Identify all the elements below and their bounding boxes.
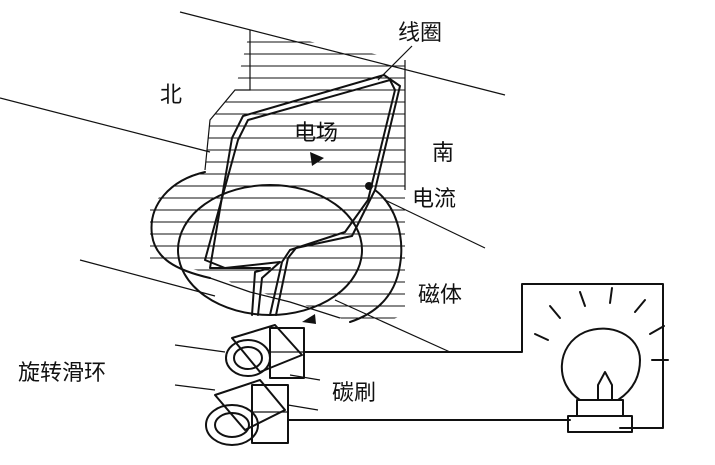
slip-ring-lower (205, 379, 289, 446)
slip-rings (174, 324, 305, 446)
label-carbon-brush: 碳刷 (332, 381, 376, 406)
slip-ring-upper (225, 324, 305, 379)
magnet-pole-outline (150, 30, 406, 323)
label-north: 北 (160, 83, 182, 108)
coil (204, 74, 401, 316)
label-south: 南 (432, 141, 454, 166)
label-electric-field: 电场 (294, 121, 338, 146)
label-current: 电流 (412, 187, 456, 212)
label-slip-rings: 旋转滑环 (18, 361, 106, 386)
label-magnet: 磁体 (418, 283, 462, 308)
circuit-wires (287, 283, 664, 429)
lamp-icon (534, 287, 669, 433)
label-coil: 线圈 (398, 21, 442, 46)
coil-pointer (377, 45, 413, 81)
